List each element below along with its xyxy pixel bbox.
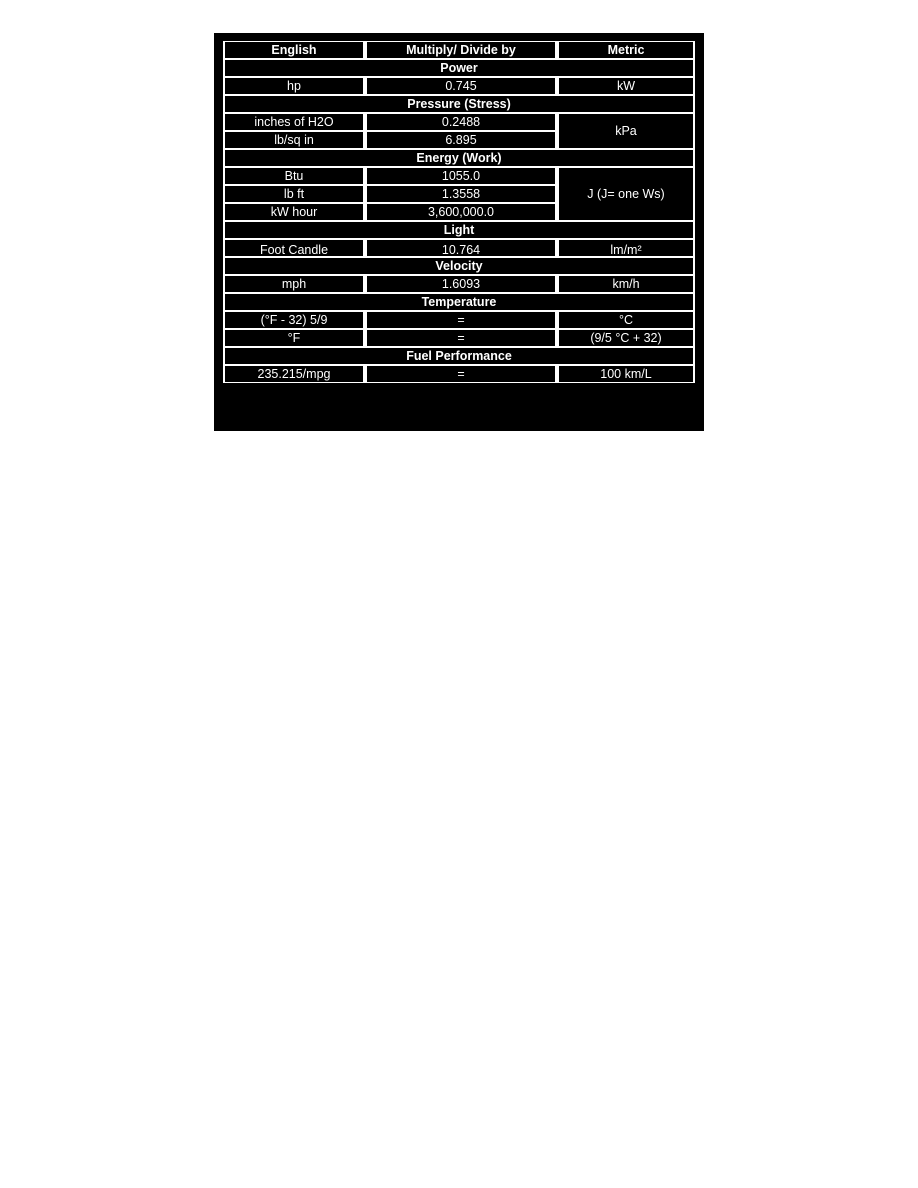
section-row-velocity: Velocity [223, 257, 695, 275]
table-row: lb/sq in 6.895 [223, 131, 695, 149]
section-row-fuel: Fuel Performance [223, 347, 695, 365]
section-title-fuel: Fuel Performance [223, 347, 695, 365]
metric-unit-text: lm/m² [610, 242, 642, 255]
conversion-factor: 1.6093 [365, 275, 557, 293]
table-row: lb ft 1.3558 [223, 185, 695, 203]
conversion-factor: 0.745 [365, 77, 557, 95]
english-unit: Btu [223, 167, 365, 185]
conversion-factor-text: 10.764 [441, 242, 481, 255]
english-unit: hp [223, 77, 365, 95]
table-row: inches of H2O 0.2488 kPa [223, 113, 695, 149]
section-row-energy: Energy (Work) [223, 149, 695, 167]
section-row-light: Light [223, 221, 695, 239]
english-unit: (°F - 32) 5/9 [223, 311, 365, 329]
section-title-power: Power [223, 59, 695, 77]
conversion-factor: = [365, 365, 557, 383]
english-unit: lb ft [223, 185, 365, 203]
table-row: kW hour 3,600,000.0 [223, 203, 695, 221]
section-row-pressure: Pressure (Stress) [223, 95, 695, 113]
table-row: 235.215/mpg = 100 km/L [223, 365, 695, 383]
metric-unit: 100 km/L [557, 365, 695, 383]
conversion-factor: = [365, 311, 557, 329]
section-title-velocity: Velocity [223, 257, 695, 275]
section-row-power: Power [223, 59, 695, 77]
table-row: hp 0.745 kW [223, 77, 695, 95]
header-metric: Metric [557, 41, 695, 59]
english-unit: Foot Candle [223, 239, 365, 257]
conversion-factor: 1.3558 [365, 185, 557, 203]
english-unit: kW hour [223, 203, 365, 221]
conversion-factor: 1055.0 [365, 167, 557, 185]
conversion-factor: 10.764 [365, 239, 557, 257]
metric-unit: (9/5 °C + 32) [557, 329, 695, 347]
section-title-temperature: Temperature [223, 293, 695, 311]
section-title-pressure: Pressure (Stress) [223, 95, 695, 113]
metric-unit: J (J= one Ws) [557, 167, 695, 221]
section-title-energy: Energy (Work) [223, 149, 695, 167]
table-row: °F = (9/5 °C + 32) [223, 329, 695, 347]
english-unit: °F [223, 329, 365, 347]
table-row: Btu 1055.0 J (J= one Ws) [223, 167, 695, 221]
table-row: Foot Candle 10.764 lm/m² [223, 239, 695, 257]
english-unit-text: Foot Candle [259, 242, 329, 255]
english-unit: inches of H2O [223, 113, 365, 131]
table-row: (°F - 32) 5/9 = °C [223, 311, 695, 329]
conversion-factor: = [365, 329, 557, 347]
metric-unit: °C [557, 311, 695, 329]
table-row: mph 1.6093 km/h [223, 275, 695, 293]
header-factor: Multiply/ Divide by [365, 41, 557, 59]
header-english: English [223, 41, 365, 59]
english-unit: mph [223, 275, 365, 293]
metric-unit: kPa [557, 113, 695, 149]
english-unit: 235.215/mpg [223, 365, 365, 383]
conversion-table-panel: English Multiply/ Divide by Metric Power… [214, 33, 704, 431]
metric-unit: lm/m² [557, 239, 695, 257]
conversion-factor: 0.2488 [365, 113, 557, 131]
conversion-factor: 3,600,000.0 [365, 203, 557, 221]
conversion-table: English Multiply/ Divide by Metric Power… [223, 41, 695, 383]
section-title-light: Light [223, 221, 695, 239]
metric-unit: km/h [557, 275, 695, 293]
english-unit: lb/sq in [223, 131, 365, 149]
metric-unit: kW [557, 77, 695, 95]
header-row: English Multiply/ Divide by Metric [223, 41, 695, 59]
section-row-temperature: Temperature [223, 293, 695, 311]
conversion-factor: 6.895 [365, 131, 557, 149]
